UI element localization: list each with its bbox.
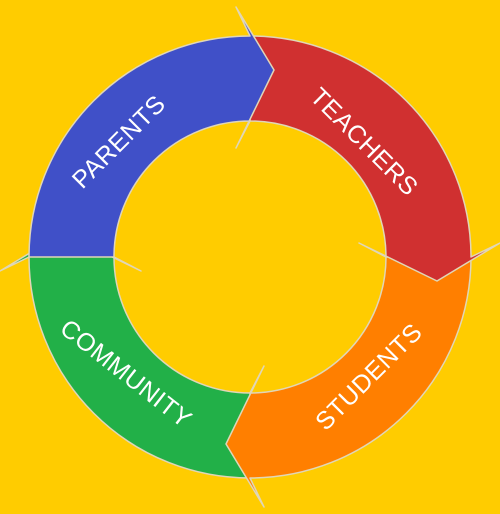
students-arrow [225, 256, 472, 508]
teachers-arrow [249, 35, 500, 282]
parents-arrow [28, 6, 275, 258]
